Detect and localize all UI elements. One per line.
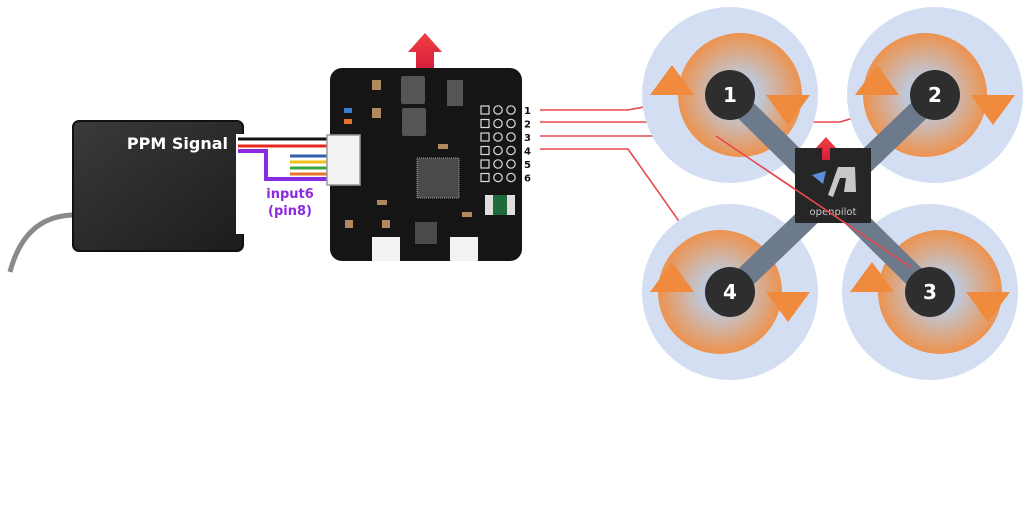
connection-line-3-overlay — [715, 135, 913, 269]
rotation-arrow-icon — [766, 95, 810, 125]
receiver-notch — [236, 134, 244, 234]
receiver-label: PPM Signal — [127, 134, 228, 153]
output-pin-row: 5 — [480, 159, 531, 171]
rotation-arrow-icon — [766, 292, 810, 322]
mcu-chip — [416, 157, 460, 199]
motor-1: 1 — [705, 70, 755, 120]
output-pin-label: 6 — [524, 174, 531, 185]
usb-connector — [450, 237, 478, 261]
output-pin-label: 1 — [524, 106, 531, 117]
pin-label: (pin8) — [268, 204, 312, 219]
input-label: input6 — [266, 187, 314, 202]
motor-number: 4 — [723, 280, 737, 304]
output-pin-row: 6 — [480, 172, 531, 185]
chip — [401, 76, 425, 104]
usb-connector — [372, 237, 400, 261]
input-connector — [326, 134, 361, 186]
rotation-arrow-icon — [850, 262, 894, 292]
chip — [402, 108, 426, 136]
forward-arrow-icon — [408, 33, 442, 68]
chip — [415, 222, 437, 244]
output-pin-row: 4 — [480, 145, 531, 158]
rotation-arrow-icon — [966, 292, 1010, 322]
rotation-arrow-icon — [855, 65, 899, 95]
motor-2: 2 — [910, 70, 960, 120]
receiver-antenna — [7, 212, 76, 273]
frame-forward-arrow-icon — [816, 137, 836, 160]
output-pin-row: 2 — [480, 118, 531, 131]
motor-number: 1 — [723, 83, 737, 107]
motor-number: 3 — [923, 280, 937, 304]
logo-wing-icon — [812, 171, 826, 184]
output-pin-label: 4 — [524, 147, 531, 158]
motor-number: 2 — [928, 83, 942, 107]
openpilot-logo-icon — [828, 167, 856, 197]
ppm-receiver: PPM Signal — [7, 120, 244, 273]
motor-3: 3 — [905, 267, 955, 317]
signal-wire — [238, 149, 332, 181]
output-pin-row: 1 — [480, 105, 531, 117]
flight-controller-board: 1 2 3 4 5 6 — [326, 33, 531, 261]
motor-4: 4 — [705, 267, 755, 317]
component — [493, 195, 507, 215]
rotation-arrow-icon — [650, 65, 694, 95]
logo-text: openpilot — [810, 207, 857, 218]
receiver-cable: input6 (pin8) — [238, 137, 332, 219]
output-pin-label: 2 — [524, 120, 531, 131]
output-pin-label: 5 — [524, 160, 531, 171]
quadcopter-frame: openpilot 1 2 3 4 — [642, 7, 1023, 380]
output-pin-header: 1 2 3 4 5 6 — [480, 105, 531, 185]
output-pin-row: 3 — [480, 132, 531, 144]
output-pin-label: 3 — [524, 133, 531, 144]
rotation-arrow-icon — [650, 262, 694, 292]
rotation-arrow-icon — [971, 95, 1015, 125]
chip — [447, 80, 463, 106]
